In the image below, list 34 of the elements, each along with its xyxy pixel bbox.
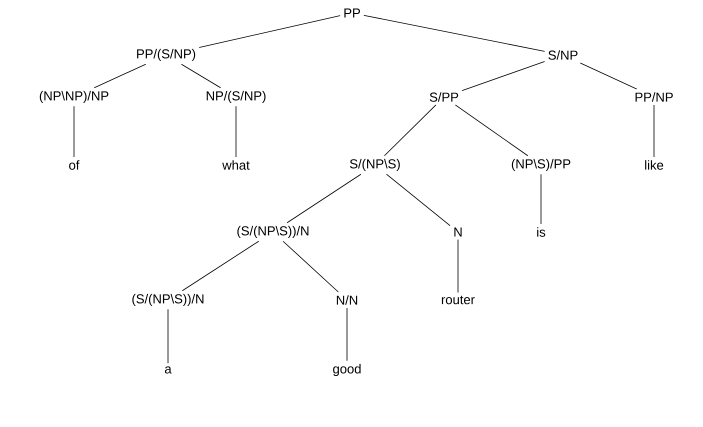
category-label: is: [537, 227, 546, 237]
category-label: S/NP: [548, 50, 578, 60]
tree-branch: [282, 240, 339, 292]
category-label: N/N: [336, 295, 358, 305]
category-label: N: [454, 228, 462, 236]
category-label: NP/(S/NP): [206, 90, 266, 104]
tree-branch: [286, 174, 362, 224]
tree-branch: [182, 240, 260, 292]
tree-branch: [363, 14, 546, 52]
category-label: (S/(NP\S))/N: [132, 294, 204, 306]
tree-branch: [540, 174, 542, 224]
category-label: good: [333, 364, 361, 376]
category-label: (S/(NP\S))/N: [237, 226, 308, 238]
category-label: (NP\S)/PP: [512, 158, 570, 172]
category-label: what: [222, 160, 250, 170]
category-label: a: [164, 366, 172, 374]
category-label: PP/NP: [636, 92, 673, 102]
tree-branch: [198, 15, 341, 48]
category-label: like: [645, 160, 664, 170]
tree-branch: [181, 64, 221, 88]
tree-branch: [384, 104, 436, 156]
tree-branch: [346, 308, 348, 362]
tree-branch: [462, 61, 546, 92]
tree-branch: [386, 174, 450, 226]
tree-branch: [454, 104, 528, 156]
category-label: S/PP: [430, 92, 458, 102]
category-label: of: [69, 160, 80, 170]
category-label: S/(NP\S): [350, 158, 400, 172]
tree-branch: [580, 62, 638, 90]
category-label: (NP\NP)/NP: [40, 90, 108, 104]
category-label: PP/(S/NP): [137, 48, 196, 62]
category-label: router: [442, 296, 475, 304]
tree-branch: [94, 64, 146, 88]
category-label: PP: [344, 8, 360, 18]
